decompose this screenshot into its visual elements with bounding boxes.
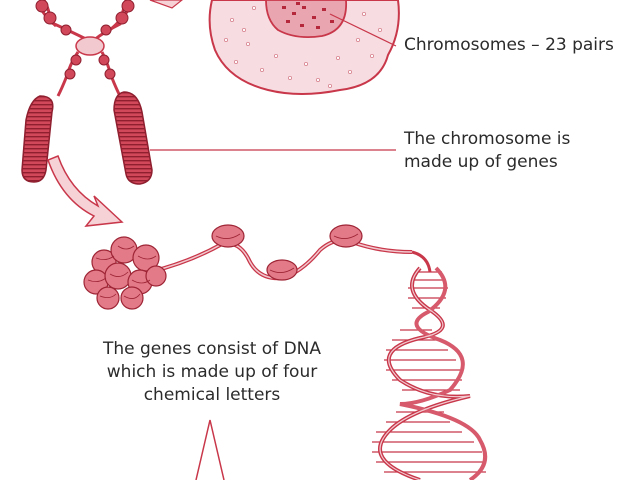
gene-bead-lines xyxy=(215,233,359,273)
chromosome-middle-knots xyxy=(64,54,116,80)
arrow-to-cell xyxy=(149,0,183,9)
chromosome-illustration xyxy=(21,0,396,185)
label-chromosome-genes-line2: made up of genes xyxy=(404,152,558,172)
gene-cluster xyxy=(83,236,167,310)
label-dna-line2: which is made up of four xyxy=(106,362,318,382)
label-chromosomes-text: Chromosomes – 23 pairs xyxy=(404,35,614,55)
dna-thread-to-helix xyxy=(411,250,432,273)
cell-illustration xyxy=(208,0,400,95)
dna-strand-b xyxy=(399,266,488,482)
gene-cluster-lines xyxy=(87,245,157,299)
chromosome-centromere xyxy=(75,36,105,56)
dna-strand-a xyxy=(378,266,471,482)
label-chromosome-genes: The chromosome is made up of genes xyxy=(404,128,570,174)
dna-base-pairs xyxy=(372,271,486,473)
gene-beads xyxy=(211,224,363,281)
label-chromosome-genes-line1: The chromosome is xyxy=(404,129,571,149)
cell-body xyxy=(208,0,400,95)
arrow-chromosome-to-genes xyxy=(47,155,124,227)
label-dna-line3: chemical letters xyxy=(143,385,281,405)
dna-callout-pointer xyxy=(195,419,225,481)
label-chromosomes: Chromosomes – 23 pairs xyxy=(404,34,614,57)
nucleus-chromosome-dots xyxy=(282,2,334,29)
cell-speckles xyxy=(223,6,382,89)
chromosome-knots xyxy=(35,0,135,36)
dna-double-helix xyxy=(372,250,488,482)
genes-illustration xyxy=(83,224,413,310)
label-dna: The genes consist of DNA which is made u… xyxy=(88,338,336,407)
chromosome-left-arm xyxy=(21,95,54,183)
label-dna-line1: The genes consist of DNA xyxy=(102,339,322,359)
leader-line-chromosomes xyxy=(329,13,397,47)
dna-strand-a-highlight xyxy=(379,267,471,481)
chromosome-right-arm xyxy=(113,91,153,185)
